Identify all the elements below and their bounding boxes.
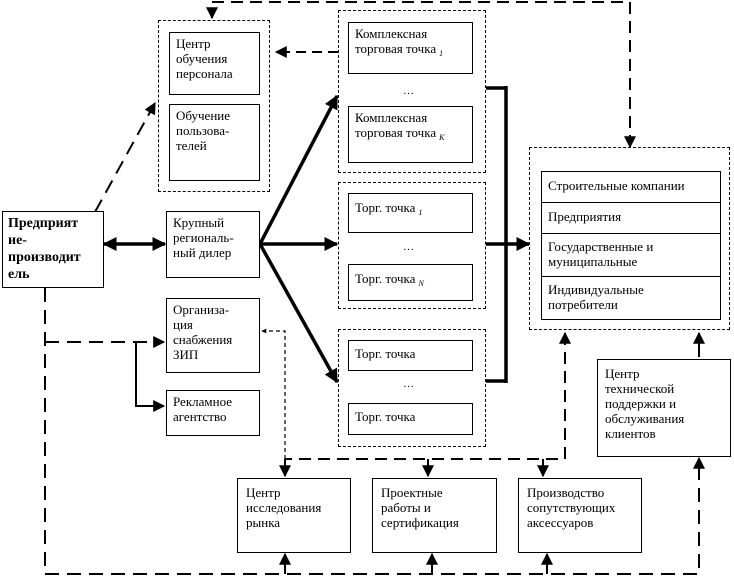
advertising-line-1: Рекламное bbox=[173, 394, 233, 409]
trade-points-n-group bbox=[338, 182, 486, 309]
complex-last-line-2: торговая точка bbox=[355, 125, 437, 140]
consumer-enterprises: Предприятия bbox=[542, 203, 720, 234]
complex-last-index: K bbox=[439, 133, 445, 142]
trade-points-group bbox=[338, 329, 486, 447]
consumer-individual: Индивидуальные потребители bbox=[542, 277, 720, 319]
trade-ellipsis: … bbox=[403, 378, 415, 390]
link-consumers-to-training bbox=[206, 1, 636, 149]
link-enterprise-trunk bbox=[44, 288, 705, 575]
consumer-individual-line-2: потребители bbox=[548, 297, 618, 312]
user-training-line-1: Обучение bbox=[176, 108, 230, 123]
market-line-3: рынка bbox=[246, 515, 281, 530]
enterprise-line-2: ие- bbox=[8, 233, 27, 248]
trade-n-first-label: Торг. точка bbox=[355, 200, 416, 215]
link-dealer-to-complex bbox=[258, 94, 339, 245]
market-research-center: Центр исследования рынка bbox=[237, 478, 351, 553]
trade-last-label: Торг. точка bbox=[355, 409, 416, 424]
supply-line-1: Организа- bbox=[173, 302, 230, 317]
supply-line-2: ция bbox=[173, 317, 193, 332]
accessories-line-3: аксессуаров bbox=[527, 515, 594, 530]
complex-first-index: 1 bbox=[439, 49, 444, 58]
accessories-line-1: Производство bbox=[527, 485, 605, 500]
accessories-line-2: сопутствующих bbox=[527, 500, 616, 515]
dealer-line-1: Крупный bbox=[173, 215, 225, 230]
enterprise-line-1: Предприят bbox=[8, 216, 79, 231]
supply-line-3: снабжения bbox=[173, 332, 233, 347]
design-line-1: Проектные bbox=[381, 485, 443, 500]
enterprise-line-4: ель bbox=[8, 267, 30, 282]
consumer-state: Государственные и муниципальные bbox=[542, 234, 720, 277]
consumers-group bbox=[529, 147, 730, 330]
training-group bbox=[158, 20, 270, 192]
tech-line-4: обслуживания bbox=[605, 411, 685, 426]
advertising-line-2: агентство bbox=[173, 409, 227, 424]
design-line-3: сертификация bbox=[381, 515, 459, 530]
trade-first-label: Торг. точка bbox=[355, 346, 416, 361]
tech-line-5: клиентов bbox=[605, 426, 656, 441]
regional-dealer: Крупный региональ- ный дилер bbox=[166, 211, 260, 278]
complex-points-group bbox=[338, 10, 486, 173]
consumer-state-line-2: муниципальные bbox=[548, 254, 638, 269]
tech-line-3: поддержки и bbox=[605, 396, 677, 411]
link-services-to-supply bbox=[261, 328, 286, 459]
consumer-construction: Строительные компании bbox=[542, 172, 720, 203]
spare-parts-supply: Организа- ция снабжения ЗИП bbox=[166, 298, 260, 373]
training-center-line-1: Центр bbox=[176, 36, 211, 51]
complex-last-line-1: Комплексная bbox=[355, 110, 428, 125]
enterprise-box: Предприят ие- производит ель bbox=[2, 211, 104, 288]
market-line-1: Центр bbox=[246, 485, 281, 500]
accessories-production: Производство сопутствующих аксессуаров bbox=[518, 478, 642, 553]
design-line-2: работы и bbox=[381, 500, 431, 515]
enterprise-line-3: производит bbox=[8, 250, 81, 265]
trade-n-ellipsis: … bbox=[403, 241, 415, 253]
user-training-line-2: пользова- bbox=[176, 123, 230, 138]
consumers-box: Строительные компании Предприятия Госуда… bbox=[541, 171, 721, 320]
link-to-advertising bbox=[135, 342, 166, 412]
complex-first-line-2: торговая точка bbox=[355, 41, 437, 56]
trade-point-first: Торг. точка bbox=[348, 340, 473, 371]
tech-line-2: технической bbox=[605, 381, 675, 396]
trade-n-first-index: 1 bbox=[418, 208, 423, 217]
advertising-agency: Рекламное агентство bbox=[166, 390, 260, 436]
trade-n-last-index: N bbox=[418, 279, 424, 288]
link-dealer-to-trade bbox=[258, 243, 339, 384]
user-training-line-3: телей bbox=[176, 138, 207, 153]
tech-support-center: Центр технической поддержки и обслуживан… bbox=[597, 359, 731, 457]
dealer-line-2: региональ- bbox=[173, 230, 234, 245]
training-center-line-2: обучения bbox=[176, 51, 228, 66]
complex-first-line-1: Комплексная bbox=[355, 26, 428, 41]
link-enterprise-to-training bbox=[94, 101, 156, 213]
user-training: Обучение пользова- телей bbox=[169, 104, 260, 181]
market-line-2: исследования bbox=[246, 500, 322, 515]
consumer-individual-line-1: Индивидуальные bbox=[548, 282, 644, 297]
personnel-training-center: Центр обучения персонала bbox=[169, 32, 260, 95]
trade-n-last-label: Торг. точка bbox=[355, 271, 416, 286]
trade-point-last: Торг. точка bbox=[348, 403, 473, 435]
link-consumers-to-services bbox=[285, 331, 571, 460]
tech-line-1: Центр bbox=[605, 366, 640, 381]
design-certification: Проектные работы и сертификация bbox=[372, 478, 497, 553]
dealer-line-3: ный дилер bbox=[173, 245, 232, 260]
supply-line-4: ЗИП bbox=[173, 347, 199, 362]
training-center-line-3: персонала bbox=[176, 66, 233, 81]
complex-ellipsis: … bbox=[403, 85, 415, 97]
consumer-state-line-1: Государственные и bbox=[548, 239, 654, 254]
